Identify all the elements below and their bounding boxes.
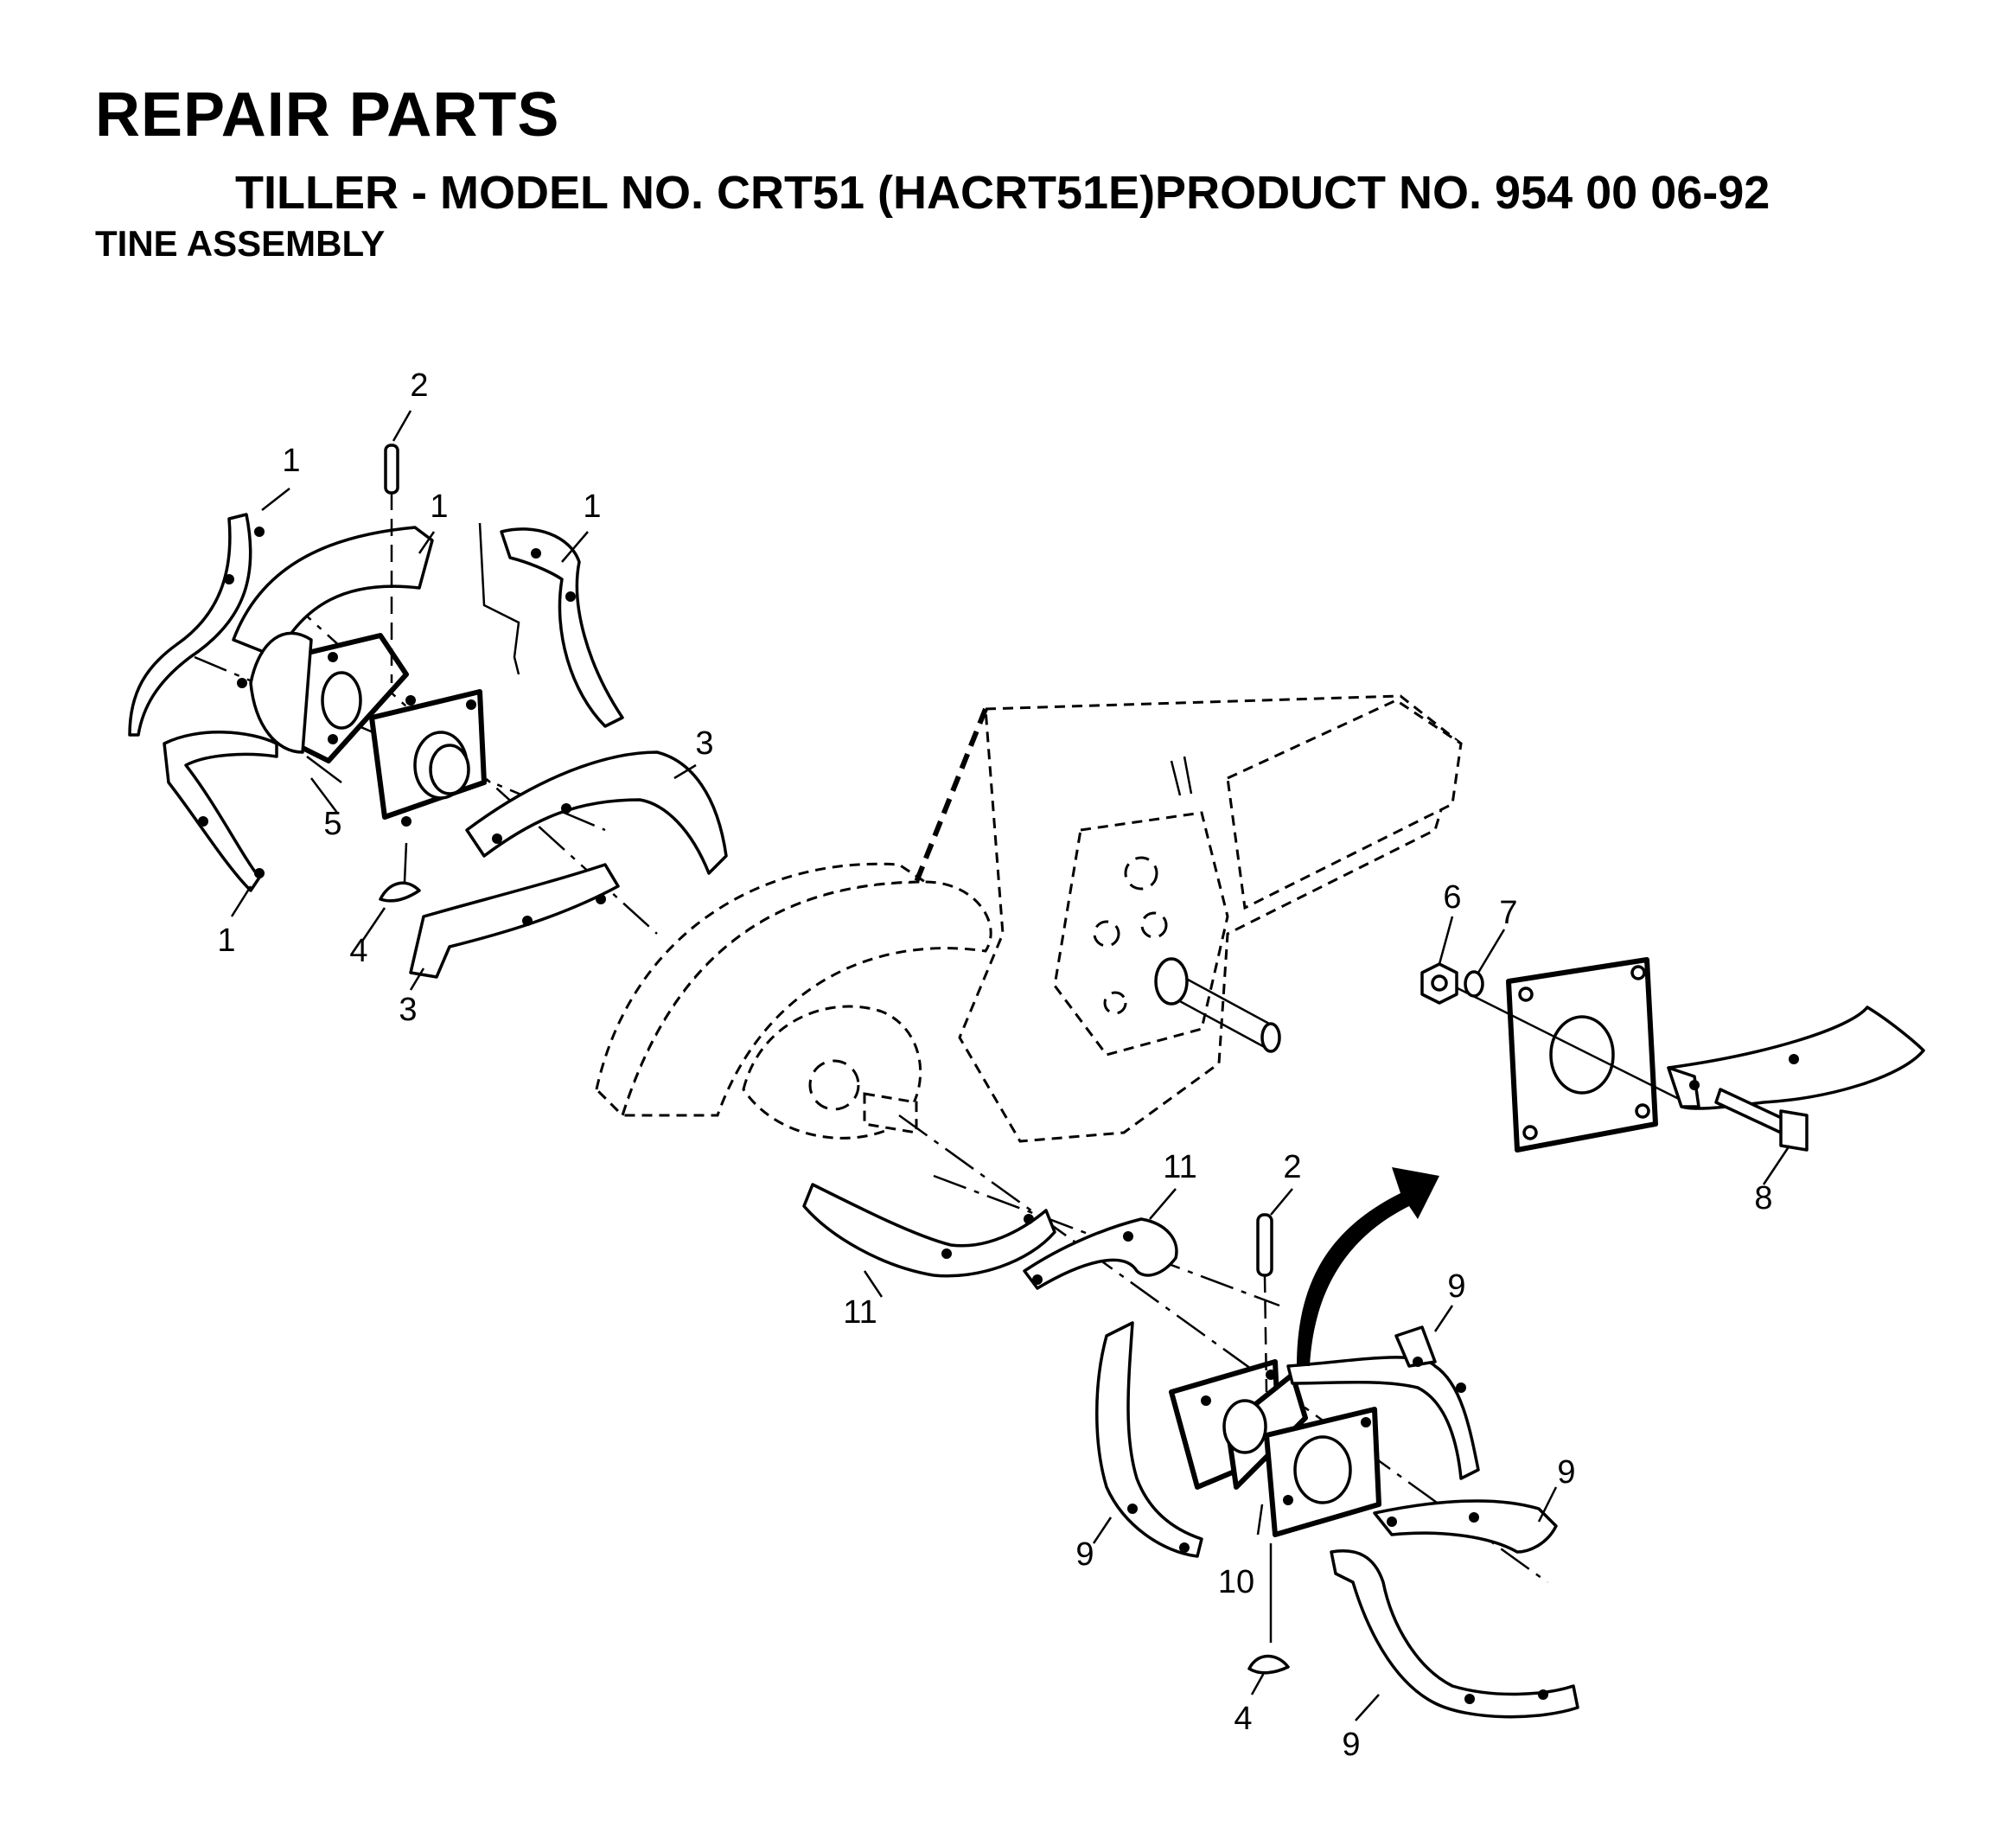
callout-numbers: 1 2 1 1 1 3 3 5 4 6 7 8 2 11 11 9 9 9 10… <box>217 367 1772 1763</box>
callout-11: 11 <box>843 1294 877 1331</box>
callout-3: 3 <box>399 992 417 1028</box>
gearbox-housing <box>595 694 1463 1143</box>
callout-9: 9 <box>1557 1454 1575 1491</box>
callout-4: 4 <box>1234 1701 1252 1737</box>
callout-2: 2 <box>1283 1149 1301 1185</box>
callout-3: 3 <box>695 725 713 762</box>
callout-11: 11 <box>1163 1149 1196 1185</box>
callout-10: 10 <box>1218 1564 1254 1600</box>
left-tine-set <box>128 444 728 979</box>
callout-1: 1 <box>217 923 235 959</box>
model-subtitle: TILLER - MODEL NO. CRT51 (HACRT51E)PRODU… <box>235 167 1770 219</box>
right-side-plate <box>1420 957 1925 1153</box>
callout-9: 9 <box>1075 1536 1094 1573</box>
callout-4: 4 <box>349 933 367 969</box>
page-title: REPAIR PARTS <box>95 80 560 150</box>
callout-7: 7 <box>1499 895 1517 931</box>
lower-tine-set <box>802 1114 1579 1719</box>
callout-8: 8 <box>1754 1180 1772 1216</box>
leader-lines <box>230 410 1791 1721</box>
callout-1: 1 <box>583 488 601 525</box>
callout-1: 1 <box>430 488 448 525</box>
callout-5: 5 <box>323 806 341 842</box>
callout-6: 6 <box>1443 879 1461 916</box>
section-title: TINE ASSEMBLY <box>95 223 386 264</box>
callout-9: 9 <box>1447 1268 1465 1305</box>
callout-2: 2 <box>410 367 428 404</box>
callout-1: 1 <box>282 443 300 479</box>
callout-9: 9 <box>1342 1727 1360 1763</box>
header: REPAIR PARTS TILLER - MODEL NO. CRT51 (H… <box>0 0 2016 285</box>
